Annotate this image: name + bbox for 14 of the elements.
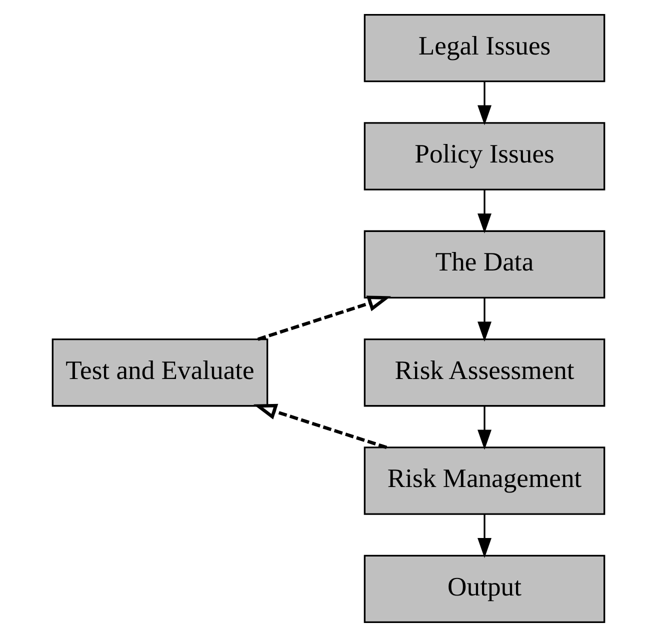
node-box: Risk Management <box>363 446 605 515</box>
node-box: Risk Assessment <box>363 338 605 407</box>
arrow <box>477 82 492 126</box>
arrow <box>477 190 492 234</box>
arrow <box>256 296 391 341</box>
arrow <box>477 406 492 450</box>
arrow <box>252 404 387 450</box>
arrow <box>477 514 492 558</box>
node-box: Test and Evaluate <box>51 338 268 407</box>
node-box: Legal Issues <box>363 14 605 82</box>
arrow <box>477 298 492 342</box>
node-box: Output <box>363 554 605 624</box>
node-box: Policy Issues <box>363 122 605 190</box>
node-box: The Data <box>363 230 605 299</box>
